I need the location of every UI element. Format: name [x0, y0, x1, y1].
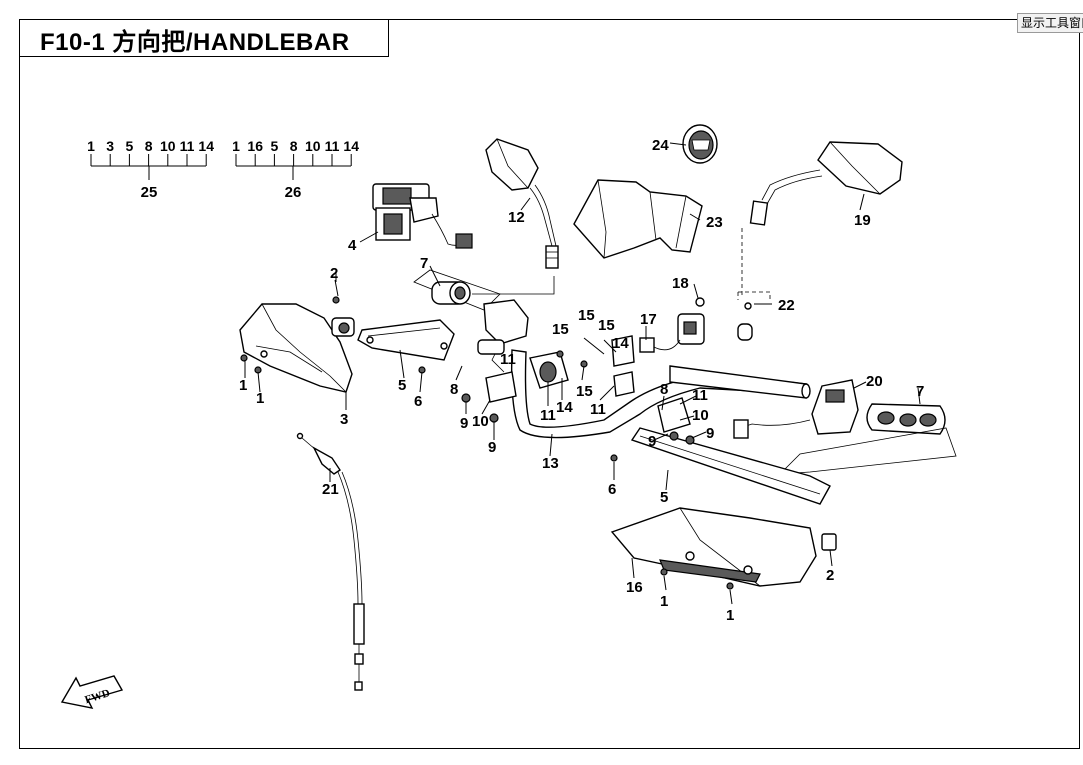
callout-6-left: 6: [414, 393, 422, 410]
group-index-number: 14: [198, 138, 214, 154]
callout-11-d: 11: [692, 387, 708, 404]
callout-1-a: 1: [239, 377, 247, 394]
callout-9-d: 9: [706, 425, 714, 442]
callout-2-right: 2: [826, 567, 834, 584]
callout-9-b: 9: [488, 439, 496, 456]
fasteners: [240, 296, 734, 590]
leader-lines: [244, 142, 921, 605]
callout-5-left: 5: [398, 377, 406, 394]
callout-15-d: 15: [598, 317, 615, 334]
callout-14-b: 14: [612, 335, 629, 352]
group-index-number: 10: [160, 138, 176, 154]
right-mirror: [749, 141, 903, 226]
group-index-number: 1: [232, 138, 240, 154]
callout-21: 21: [322, 481, 339, 498]
fwd-arrow-icon: FWD: [60, 675, 124, 709]
group-index-number: 14: [343, 138, 359, 154]
callout-4: 4: [348, 237, 357, 254]
page-title: F10-1 方向把/HANDLEBAR: [40, 29, 350, 56]
callout-14-a: 14: [556, 399, 573, 416]
callout-15-b: 15: [576, 383, 593, 400]
callout-18: 18: [672, 275, 689, 292]
brake-master-cylinder: [372, 183, 473, 249]
callout-24: 24: [652, 137, 669, 154]
group-26-label: 26: [285, 184, 302, 201]
title-box: [19, 19, 389, 57]
right-guard-bar: [630, 427, 831, 505]
right-grip: [778, 403, 957, 475]
group-25-label: 25: [141, 184, 158, 201]
left-switch-unit: [639, 297, 705, 353]
left-guard-bar: [357, 319, 455, 361]
callout-19: 19: [854, 212, 871, 229]
callout-2-left: 2: [330, 265, 338, 282]
callout-15-a: 15: [552, 321, 569, 338]
handlebar-top-cover: [573, 179, 703, 259]
callout-1-d: 1: [726, 607, 734, 624]
callout-11-c: 11: [590, 401, 606, 418]
group-index-number: 11: [180, 138, 195, 154]
brake-lever-assembly: [477, 299, 529, 373]
detail-22-box: [737, 228, 771, 341]
callout-15-c: 15: [578, 307, 595, 324]
group-index-number: 1: [87, 138, 95, 154]
group-index-number: 5: [271, 138, 279, 154]
callout-17: 17: [640, 311, 657, 328]
left-grip: [413, 269, 501, 311]
callout-9-c: 9: [648, 433, 656, 450]
callout-12: 12: [508, 209, 525, 226]
group-index-number: 5: [126, 138, 134, 154]
throttle-cable: [296, 432, 365, 691]
handlebar-clamps: [485, 335, 691, 433]
callout-11-a: 11: [500, 351, 516, 368]
callout-1-c: 1: [660, 593, 668, 610]
group-index-number: 3: [106, 138, 114, 154]
group-index-number: 10: [305, 138, 321, 154]
callout-numbers: 12 24 23 19 4 7 2 1 1 3 5 6 8 9 10 9 11 …: [239, 137, 924, 624]
right-switch-housing: [733, 379, 859, 439]
callout-3: 3: [340, 411, 348, 428]
group-index-number: 8: [145, 138, 153, 154]
diagram-frame: [19, 19, 1080, 749]
callout-9-a: 9: [460, 415, 468, 432]
group-index-number: 8: [290, 138, 298, 154]
handlebar-tube: [510, 349, 811, 439]
callout-13: 13: [542, 455, 559, 472]
left-mirror: [485, 138, 559, 269]
callout-8-right: 8: [660, 381, 668, 398]
callout-10-right: 10: [692, 407, 709, 424]
callout-1-b: 1: [256, 390, 264, 407]
left-handguard: [239, 303, 355, 393]
callout-10-left: 10: [472, 413, 489, 430]
callout-23: 23: [706, 214, 723, 231]
group-index-number: 11: [325, 138, 340, 154]
show-tool-window-button[interactable]: 显示工具窗口: [1017, 13, 1083, 33]
callout-22: 22: [778, 297, 795, 314]
cover-cap: [682, 124, 718, 164]
callout-11-b: 11: [540, 407, 556, 424]
callout-6-right: 6: [608, 481, 616, 498]
callout-16: 16: [626, 579, 643, 596]
callout-7-left: 7: [420, 255, 428, 272]
callout-7-right: 7: [916, 383, 924, 400]
callout-8-left: 8: [450, 381, 458, 398]
callout-20: 20: [866, 373, 883, 390]
right-handguard: [610, 507, 837, 587]
callout-5-right: 5: [660, 489, 668, 506]
group-index-number: 16: [247, 138, 263, 154]
